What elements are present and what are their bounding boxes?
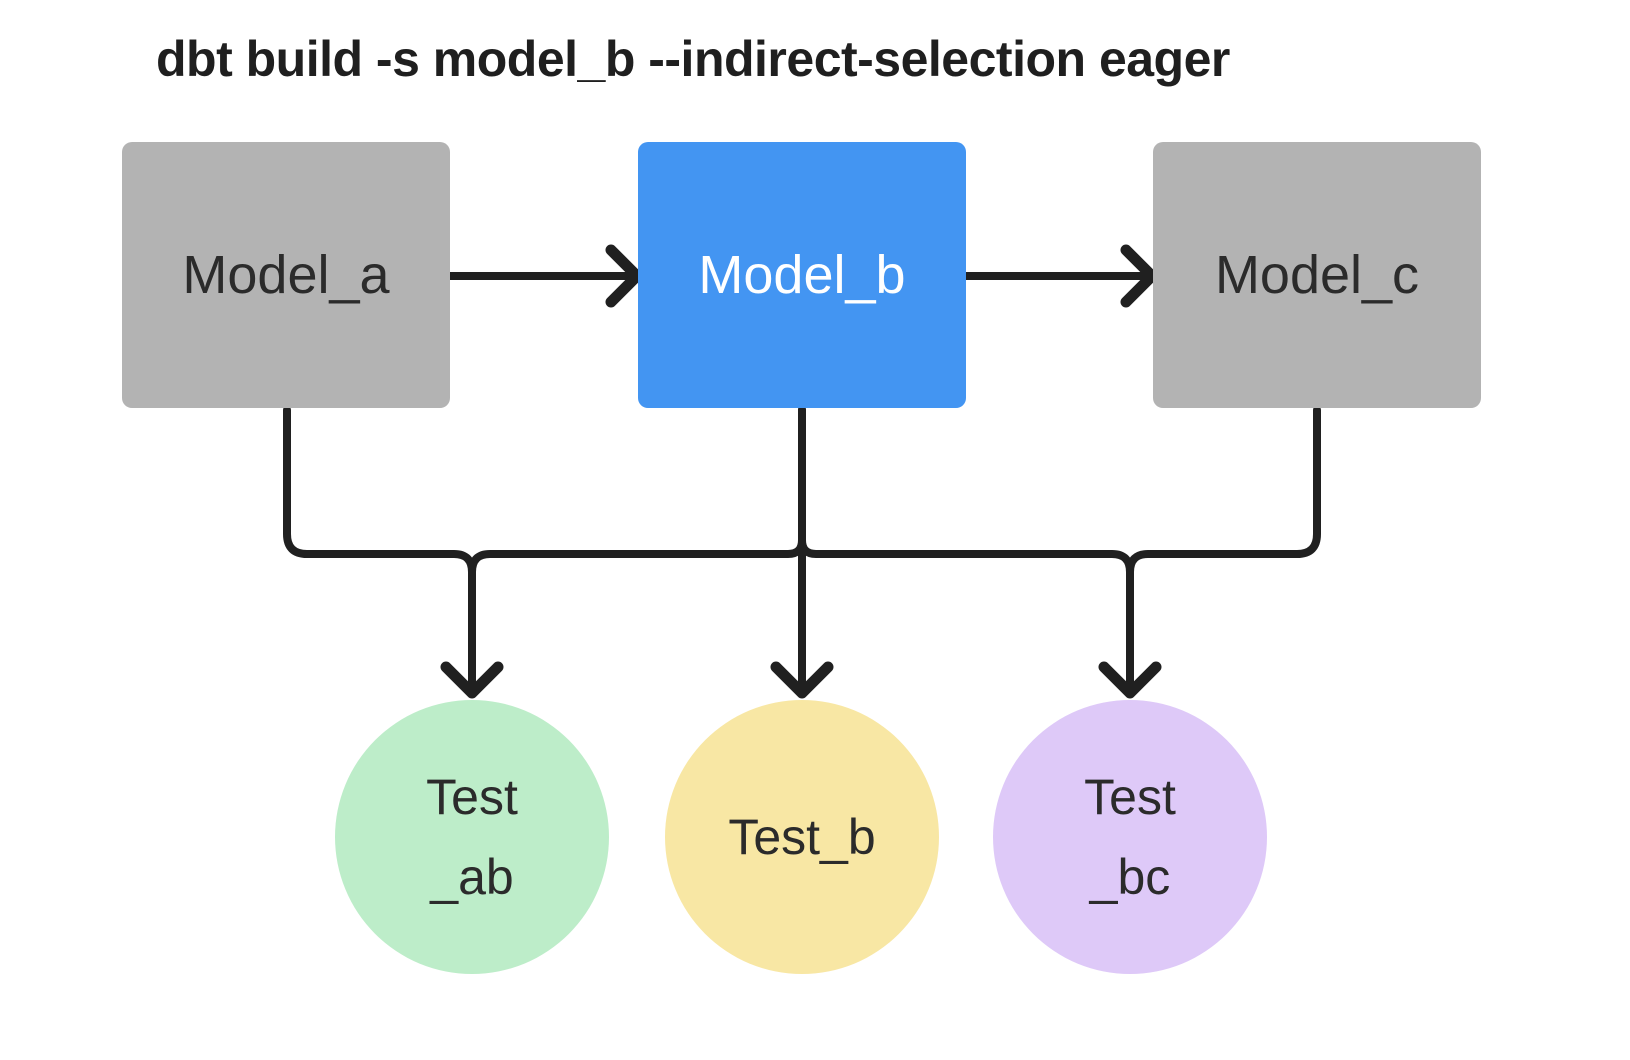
test-ab-node: Test _ab	[335, 700, 609, 974]
connector-model-a-to-test-ab	[283, 406, 476, 693]
edge-group	[283, 244, 1321, 699]
connector-model-b-to-test-ab	[468, 406, 806, 576]
arrowhead-test-b	[770, 661, 834, 699]
connector-model-c-to-test-bc	[1126, 406, 1321, 693]
test-b-node: Test_b	[665, 700, 939, 974]
model-c-label: Model_c	[1214, 245, 1420, 305]
test-bc-label: Test _bc	[1084, 769, 1176, 905]
model-a-label: Model_a	[182, 245, 390, 305]
arrowhead-test-bc	[1098, 661, 1162, 699]
test-ab-label: Test _ab	[426, 769, 518, 905]
model-b-node: Model_b	[638, 142, 966, 408]
arrowhead-model-b-to-model-c	[1120, 244, 1158, 308]
model-c-node: Model_c	[1153, 142, 1481, 408]
model-b-label: Model_b	[698, 245, 906, 305]
diagram-title: dbt build -s model_b --indirect-selectio…	[156, 31, 1230, 87]
arrowhead-test-ab	[440, 661, 504, 699]
model-a-node: Model_a	[122, 142, 450, 408]
arrowhead-model-a-to-model-b	[605, 244, 643, 308]
test-b-label: Test_b	[728, 809, 876, 865]
connector-model-b-to-test-bc	[798, 406, 1134, 693]
test-bc-node: Test _bc	[993, 700, 1267, 974]
